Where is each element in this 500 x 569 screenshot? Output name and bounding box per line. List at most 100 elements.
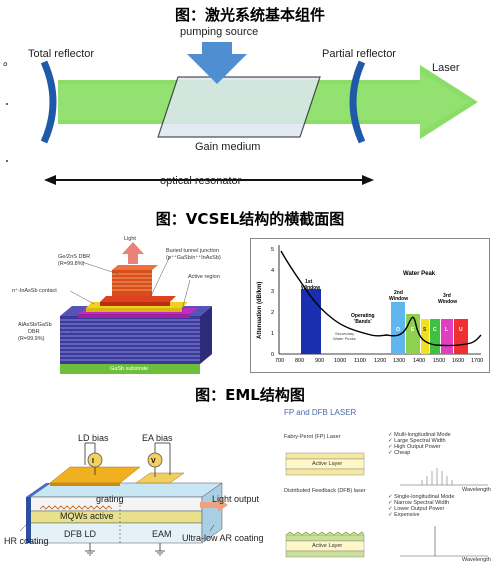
fp-active-layer-label: Active Layer bbox=[312, 461, 343, 467]
total-reflector-label: Total reflector bbox=[28, 48, 95, 60]
vcsel-top-dbr bbox=[112, 265, 158, 296]
pumping-source-label: pumping source bbox=[180, 26, 259, 38]
ea-bias-symbol: V bbox=[151, 458, 156, 465]
margin-dot bbox=[6, 103, 8, 105]
fp-top-layer bbox=[285, 452, 365, 460]
fp-feature-list: ✓ Multi-longitudinal Mode ✓ Large Spectr… bbox=[388, 432, 451, 456]
band-s-bar bbox=[421, 319, 429, 354]
eml-ground-icons bbox=[85, 543, 165, 556]
hr-coating-label: HR coating bbox=[4, 536, 49, 546]
resonator-arrowhead-left bbox=[44, 175, 56, 185]
optical-resonator-label: optical resonator bbox=[160, 175, 242, 187]
y-tick-label: 2 bbox=[271, 310, 274, 316]
band-u-bar bbox=[454, 319, 468, 354]
ea-bias-source-icon bbox=[147, 452, 163, 468]
vcsel-contact-front bbox=[86, 308, 182, 312]
window1-bar bbox=[301, 289, 321, 354]
caption-eml: 图：EML结构图 bbox=[195, 386, 305, 404]
vcsel-mesa bbox=[100, 296, 176, 302]
dfb-feature: ✓ Expensive bbox=[388, 512, 420, 518]
dfb-active-layer-label: Active Layer bbox=[312, 543, 343, 549]
band-e-bar bbox=[406, 314, 420, 354]
vcsel-top-dbr-r-label: (R=99.8%) bbox=[58, 261, 85, 267]
caption-laser-system: 图：激光系统基本组件 bbox=[174, 6, 325, 24]
fp-dfb-title: FP and DFB LASER bbox=[284, 408, 357, 417]
x-tick-label: 800 bbox=[295, 358, 304, 364]
vcsel-bottom-dbr bbox=[60, 306, 212, 364]
ld-bias-symbol: I bbox=[92, 458, 94, 465]
x-tick-label: 1700 bbox=[471, 358, 483, 364]
dfb-grating bbox=[285, 531, 365, 536]
margin-mark: 。 bbox=[3, 54, 16, 68]
fp-feature: ✓ Cheap bbox=[388, 450, 411, 456]
chart-x-ticks: 700 800 900 1000 1100 1200 1300 1400 150… bbox=[275, 358, 483, 364]
attenuation-chart: 700 800 900 1000 1100 1200 1300 1400 150… bbox=[250, 238, 490, 373]
ea-bias-label: EA bias bbox=[142, 433, 173, 443]
dfb-wavelength-label: Wavelength bbox=[462, 557, 491, 563]
y-tick-label: 0 bbox=[271, 352, 274, 358]
dfb-feature: ✓ Single-longitudinal Mode bbox=[388, 494, 455, 500]
chart-y-ticks: 0 1 2 3 4 5 bbox=[271, 247, 274, 358]
gain-medium-block bbox=[157, 76, 321, 138]
x-tick-label: 1600 bbox=[452, 358, 464, 364]
vcsel-light-arrow bbox=[122, 242, 144, 264]
y-tick-label: 3 bbox=[271, 289, 274, 295]
fp-dfb-panel: FP and DFB LASER Fabry-Perot (FP) Laser … bbox=[280, 406, 495, 564]
chart-y-label: Attenuation (dB/km) bbox=[257, 282, 263, 339]
vcsel-bottom-dbr-label: AlAsSb/GaSb bbox=[18, 322, 52, 328]
x-tick-label: 1100 bbox=[354, 358, 366, 364]
x-tick-label: 1300 bbox=[393, 358, 405, 364]
ld-bias-label: LD bias bbox=[78, 433, 109, 443]
band-letter-c: C bbox=[433, 327, 437, 333]
eml-side-face bbox=[201, 482, 223, 544]
y-tick-label: 5 bbox=[271, 247, 274, 253]
ld-bias-source-icon bbox=[87, 452, 103, 468]
eml-ea-electrode bbox=[135, 472, 185, 484]
fp-feature: ✓ Multi-longitudinal Mode bbox=[388, 432, 451, 438]
fp-wavelength-label: Wavelength bbox=[462, 487, 491, 493]
mqws-active-label: MQWs active bbox=[60, 511, 114, 521]
fp-feature: ✓ Large Spectral Width bbox=[388, 438, 446, 444]
x-tick-label: 1200 bbox=[374, 358, 386, 364]
vcsel-svg bbox=[59, 242, 212, 374]
dfb-feature: ✓ Lower Output Power bbox=[388, 506, 445, 512]
x-tick-label: 700 bbox=[275, 358, 284, 364]
band-letter-e: E bbox=[411, 327, 415, 333]
x-tick-label: 1400 bbox=[413, 358, 425, 364]
eam-label: EAM bbox=[152, 529, 172, 539]
band-letter-u: U bbox=[459, 327, 463, 333]
y-tick-label: 4 bbox=[271, 268, 274, 274]
fp-laser-label: Fabry-Perot (FP) Laser bbox=[284, 434, 341, 440]
vcsel-active-region-label: Active region bbox=[188, 274, 220, 280]
x-tick-label: 1000 bbox=[334, 358, 346, 364]
vcsel-substrate-front bbox=[60, 364, 200, 374]
dfb-feature-list: ✓ Single-longitudinal Mode ✓ Narrow Spec… bbox=[388, 494, 454, 518]
margin-dot bbox=[6, 160, 8, 162]
vcsel-leader-lines bbox=[59, 255, 191, 333]
band-letter-l: L bbox=[445, 327, 448, 333]
gain-medium-label: Gain medium bbox=[195, 141, 261, 153]
caption-vcsel: 图：VCSEL结构的横截面图 bbox=[155, 210, 345, 228]
grating-label: grating bbox=[96, 494, 124, 504]
y-tick-label: 1 bbox=[271, 331, 274, 337]
laser-label: Laser bbox=[432, 62, 460, 74]
vcsel-diagram: Light Ge/ZnS DBR (R=99.8%) n⁺-InAsSb con… bbox=[0, 236, 235, 376]
operating-bands-label: Operating'Bands' bbox=[351, 313, 375, 325]
vcsel-contact-label: n⁺-InAsSb contact bbox=[12, 288, 57, 294]
total-reflector-mirror bbox=[40, 60, 57, 144]
partial-reflector-label: Partial reflector bbox=[322, 48, 396, 60]
eml-light-output-arrow bbox=[200, 498, 228, 512]
ar-coating-leader bbox=[209, 524, 215, 532]
vcsel-btj-label: Buried tunnel junction bbox=[166, 248, 219, 254]
band-c-bar bbox=[430, 319, 440, 354]
vcsel-light-label: Light bbox=[124, 236, 136, 242]
resonator-arrowhead-right bbox=[362, 175, 374, 185]
vcsel-active-front bbox=[78, 314, 190, 318]
ar-coating-label: Ultra-low AR coating bbox=[182, 533, 264, 543]
eml-diagram: I V LD bias EA bias grating MQWs active … bbox=[0, 405, 275, 565]
laser-system-svg bbox=[40, 42, 478, 185]
dfb-feature: ✓ Narrow Spectral Width bbox=[388, 500, 450, 506]
band-o-bar bbox=[391, 302, 405, 354]
